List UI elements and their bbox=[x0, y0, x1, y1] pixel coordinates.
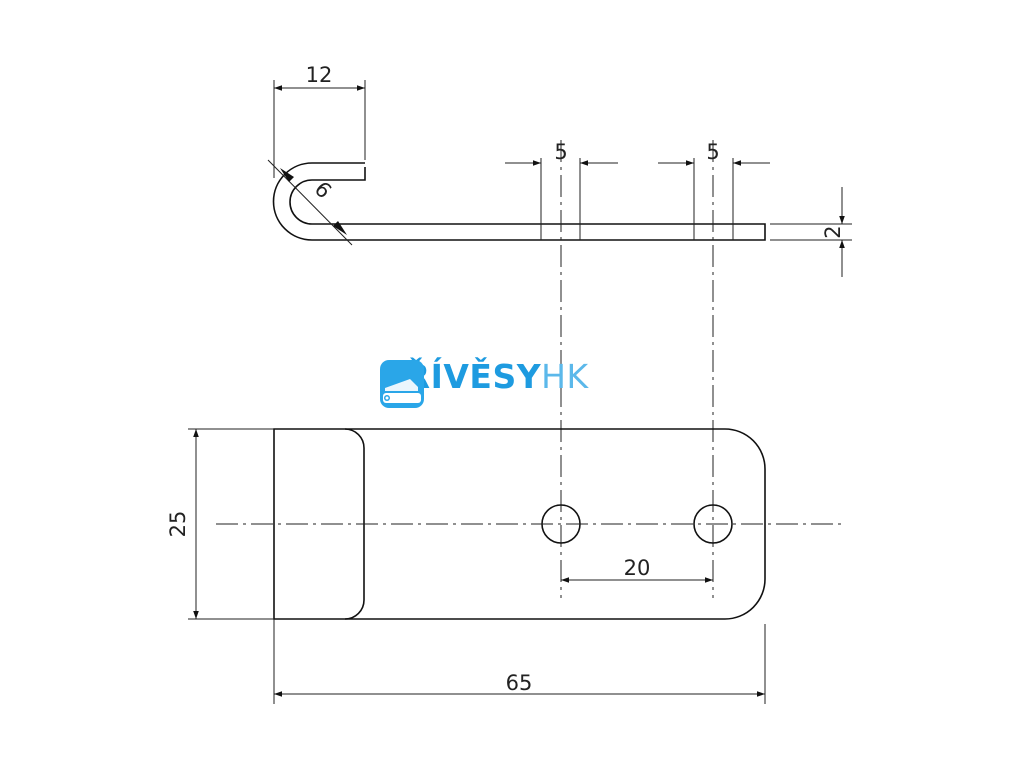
dim-total-length bbox=[273, 619, 766, 704]
dim-bend-radius-label: 6 bbox=[310, 177, 336, 203]
dim-thickness bbox=[770, 187, 852, 277]
mounting-hole-right bbox=[693, 504, 733, 544]
dim-hole-width-right bbox=[658, 158, 770, 224]
dim-hole-spacing-label: 20 bbox=[624, 556, 651, 580]
side-view bbox=[272, 162, 766, 241]
brand-logo: PŘÍVĚSYHK bbox=[380, 357, 589, 408]
dim-hole-width-left bbox=[505, 158, 618, 224]
dim-top-width-label: 12 bbox=[306, 63, 333, 87]
dim-bend-radius bbox=[267, 159, 353, 246]
dim-height bbox=[188, 428, 274, 620]
trailer-icon bbox=[380, 360, 424, 408]
dim-thickness-label: 2 bbox=[821, 225, 845, 238]
brand-suffix: HK bbox=[541, 357, 589, 396]
side-profile-outline bbox=[272, 162, 766, 241]
dim-top-width bbox=[273, 80, 366, 178]
dim-total-length-label: 65 bbox=[506, 671, 533, 695]
dim-height-label: 25 bbox=[166, 511, 190, 538]
plate-outline bbox=[273, 428, 766, 620]
